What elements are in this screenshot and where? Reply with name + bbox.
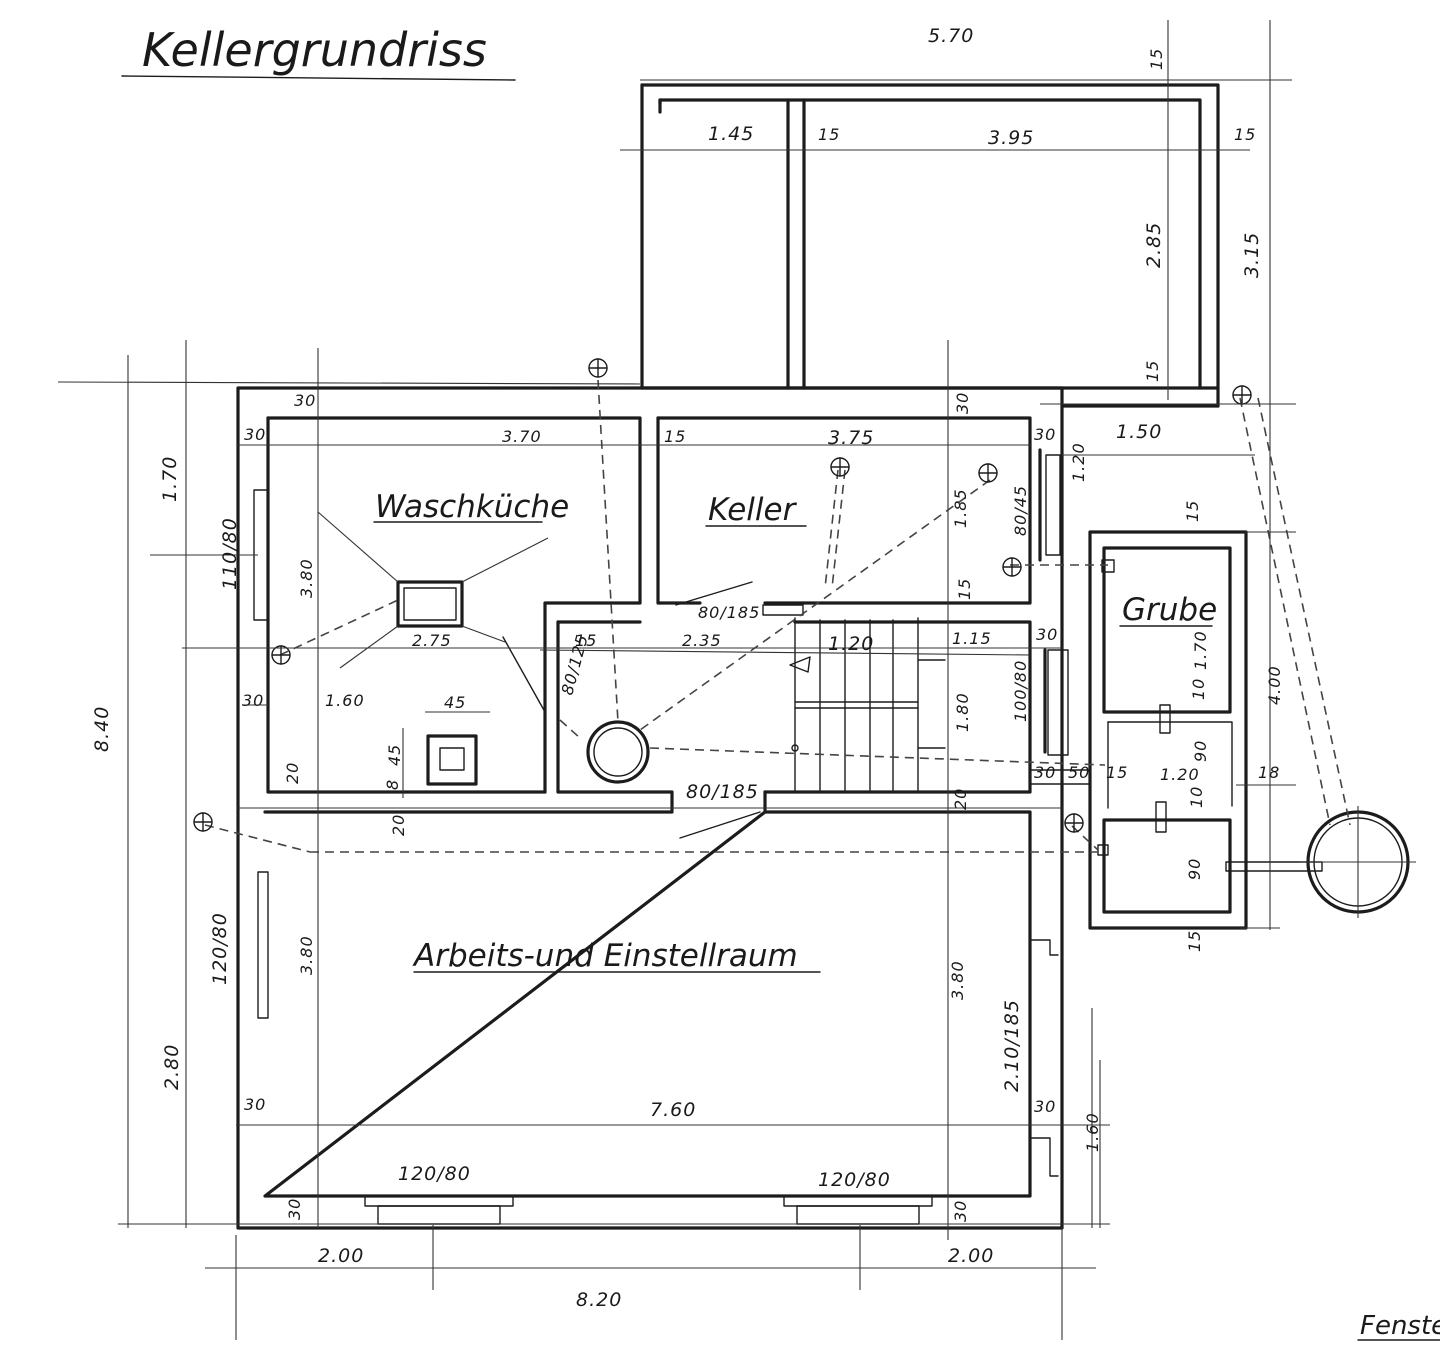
dim-160: 1.60 — [325, 691, 365, 710]
dim-wasch-w: 3.70 — [502, 427, 542, 446]
dim-115: 1.15 — [952, 629, 992, 648]
dim-grube-170: 1.70 — [1191, 630, 1210, 670]
dim-arb-h-left: 3.80 — [297, 935, 316, 975]
dim-door-arb: 80/185 — [686, 781, 759, 803]
dim-bottom-total: 8.20 — [576, 1289, 622, 1311]
cleanout-markers — [193, 358, 1252, 833]
dim-wall-30-br: 30 — [951, 1200, 970, 1222]
dim-grube-90-b: 90 — [1185, 858, 1204, 880]
dim-grube-120: 1.20 — [1160, 765, 1200, 784]
dim-hall-15: 15 — [575, 631, 597, 650]
dim-grube-10b: 10 — [1187, 786, 1206, 808]
dim-arb-h-right: 3.80 — [948, 960, 967, 1000]
dim-right-160: 1.60 — [1083, 1112, 1102, 1152]
dim-bottom-left: 2.00 — [318, 1245, 364, 1267]
dim-grube-90-a: 90 — [1191, 740, 1210, 762]
plan-title: Kellergrundriss — [142, 23, 487, 77]
dim-185: 1.85 — [951, 488, 970, 528]
chimney — [426, 734, 478, 786]
dim-win-left-upper: 110/80 — [219, 517, 241, 590]
dim-8: 8 — [383, 779, 402, 790]
dim-grube-10: 10 — [1189, 678, 1208, 700]
dim-chimney-w: 45 — [444, 693, 466, 712]
dim-wall-30-right4: 30 — [1034, 1097, 1056, 1116]
title-underline — [121, 75, 516, 81]
dim-wall-30-right2: 30 — [1036, 625, 1058, 644]
dim-wall-30-keller: 30 — [953, 392, 972, 414]
doors — [502, 581, 804, 839]
dim-bottom-right: 2.00 — [948, 1245, 994, 1267]
dim-20-c: 20 — [951, 788, 970, 810]
dim-stove: 2.75 — [412, 631, 452, 650]
dim-20-b: 20 — [389, 814, 408, 836]
stove-hood — [317, 511, 549, 669]
dim-grube-w: 1.50 — [1116, 421, 1162, 443]
staircase — [789, 617, 946, 793]
drain-lines — [204, 379, 1351, 853]
dim-top-left: 1.45 — [708, 123, 754, 145]
dim-arb-w: 7.60 — [650, 1099, 696, 1121]
grube-pit — [1088, 530, 1323, 930]
dim-grube-18: 18 — [1258, 763, 1280, 782]
dim-wall-30-right3: 30 — [1034, 763, 1056, 782]
dim-wall-15-a: 15 — [664, 427, 686, 446]
dim-wall-30-right: 30 — [1034, 425, 1056, 444]
dim-left-lower: 2.80 — [161, 1044, 183, 1090]
room-waschkueche: Waschküche — [375, 489, 569, 525]
dim-annex-bottom: 15 — [1143, 360, 1162, 382]
room-keller: Keller — [708, 492, 798, 528]
dim-grube-15b: 15 — [1185, 930, 1204, 952]
dim-180: 1.80 — [953, 692, 972, 732]
dim-top-right: 3.95 — [988, 127, 1034, 149]
dim-grube-120-top: 1.20 — [1069, 442, 1088, 482]
dim-wall-30-mid: 30 — [242, 691, 264, 710]
room-arbeitsraum: Arbeits-und Einstellraum — [412, 938, 798, 974]
dim-annex-inner-h: 2.85 — [1143, 222, 1165, 268]
dim-win-80-45: 80/45 — [1011, 485, 1030, 536]
dim-stair-w: 1.20 — [828, 633, 874, 655]
dim-top-edge: 15 — [1147, 48, 1166, 70]
dim-overall-h: 8.40 — [91, 706, 113, 752]
dim-keller-w: 3.75 — [828, 427, 874, 449]
dim-20-a: 20 — [283, 762, 302, 784]
dim-top-total: 5.70 — [928, 25, 974, 47]
dim-right-wall: 15 — [1234, 125, 1256, 144]
dim-wasch-h: 3.80 — [297, 558, 316, 598]
dim-grube-15: 15 — [1183, 500, 1202, 522]
dim-wall-30-bl: 30 — [285, 1198, 304, 1220]
dim-15-hall: 15 — [1106, 763, 1128, 782]
dim-win-bottom-right: 120/80 — [818, 1169, 891, 1191]
dim-top-gap: 15 — [818, 125, 840, 144]
dim-win-left-lower: 120/80 — [209, 912, 231, 985]
dim-hall-235: 2.35 — [682, 631, 722, 650]
dim-wall-30-top: 30 — [294, 391, 316, 410]
cesspool-circle — [1300, 806, 1416, 918]
dim-right-height: 3.15 — [1241, 232, 1263, 278]
floor-drain — [586, 720, 650, 784]
dim-door-right: 2.10/185 — [1001, 999, 1023, 1092]
dim-win-100-80: 100/80 — [1011, 660, 1030, 722]
dim-wall-30-left: 30 — [244, 425, 266, 444]
dim-grube-400: 4.00 — [1265, 665, 1284, 705]
dim-wall-30-left4: 30 — [244, 1095, 266, 1114]
dim-50: 50 — [1068, 763, 1090, 782]
dim-win-bottom-left: 120/80 — [398, 1163, 471, 1185]
dim-left-upper: 1.70 — [159, 456, 181, 502]
corner-note: Fenste — [1360, 1311, 1440, 1341]
dim-door-keller: 80/185 — [698, 603, 760, 622]
dim-chimney-h: 45 — [385, 744, 404, 766]
dimension-lines — [57, 20, 1296, 1340]
dim-15-keller: 15 — [955, 578, 974, 600]
room-grube: Grube — [1122, 592, 1217, 628]
